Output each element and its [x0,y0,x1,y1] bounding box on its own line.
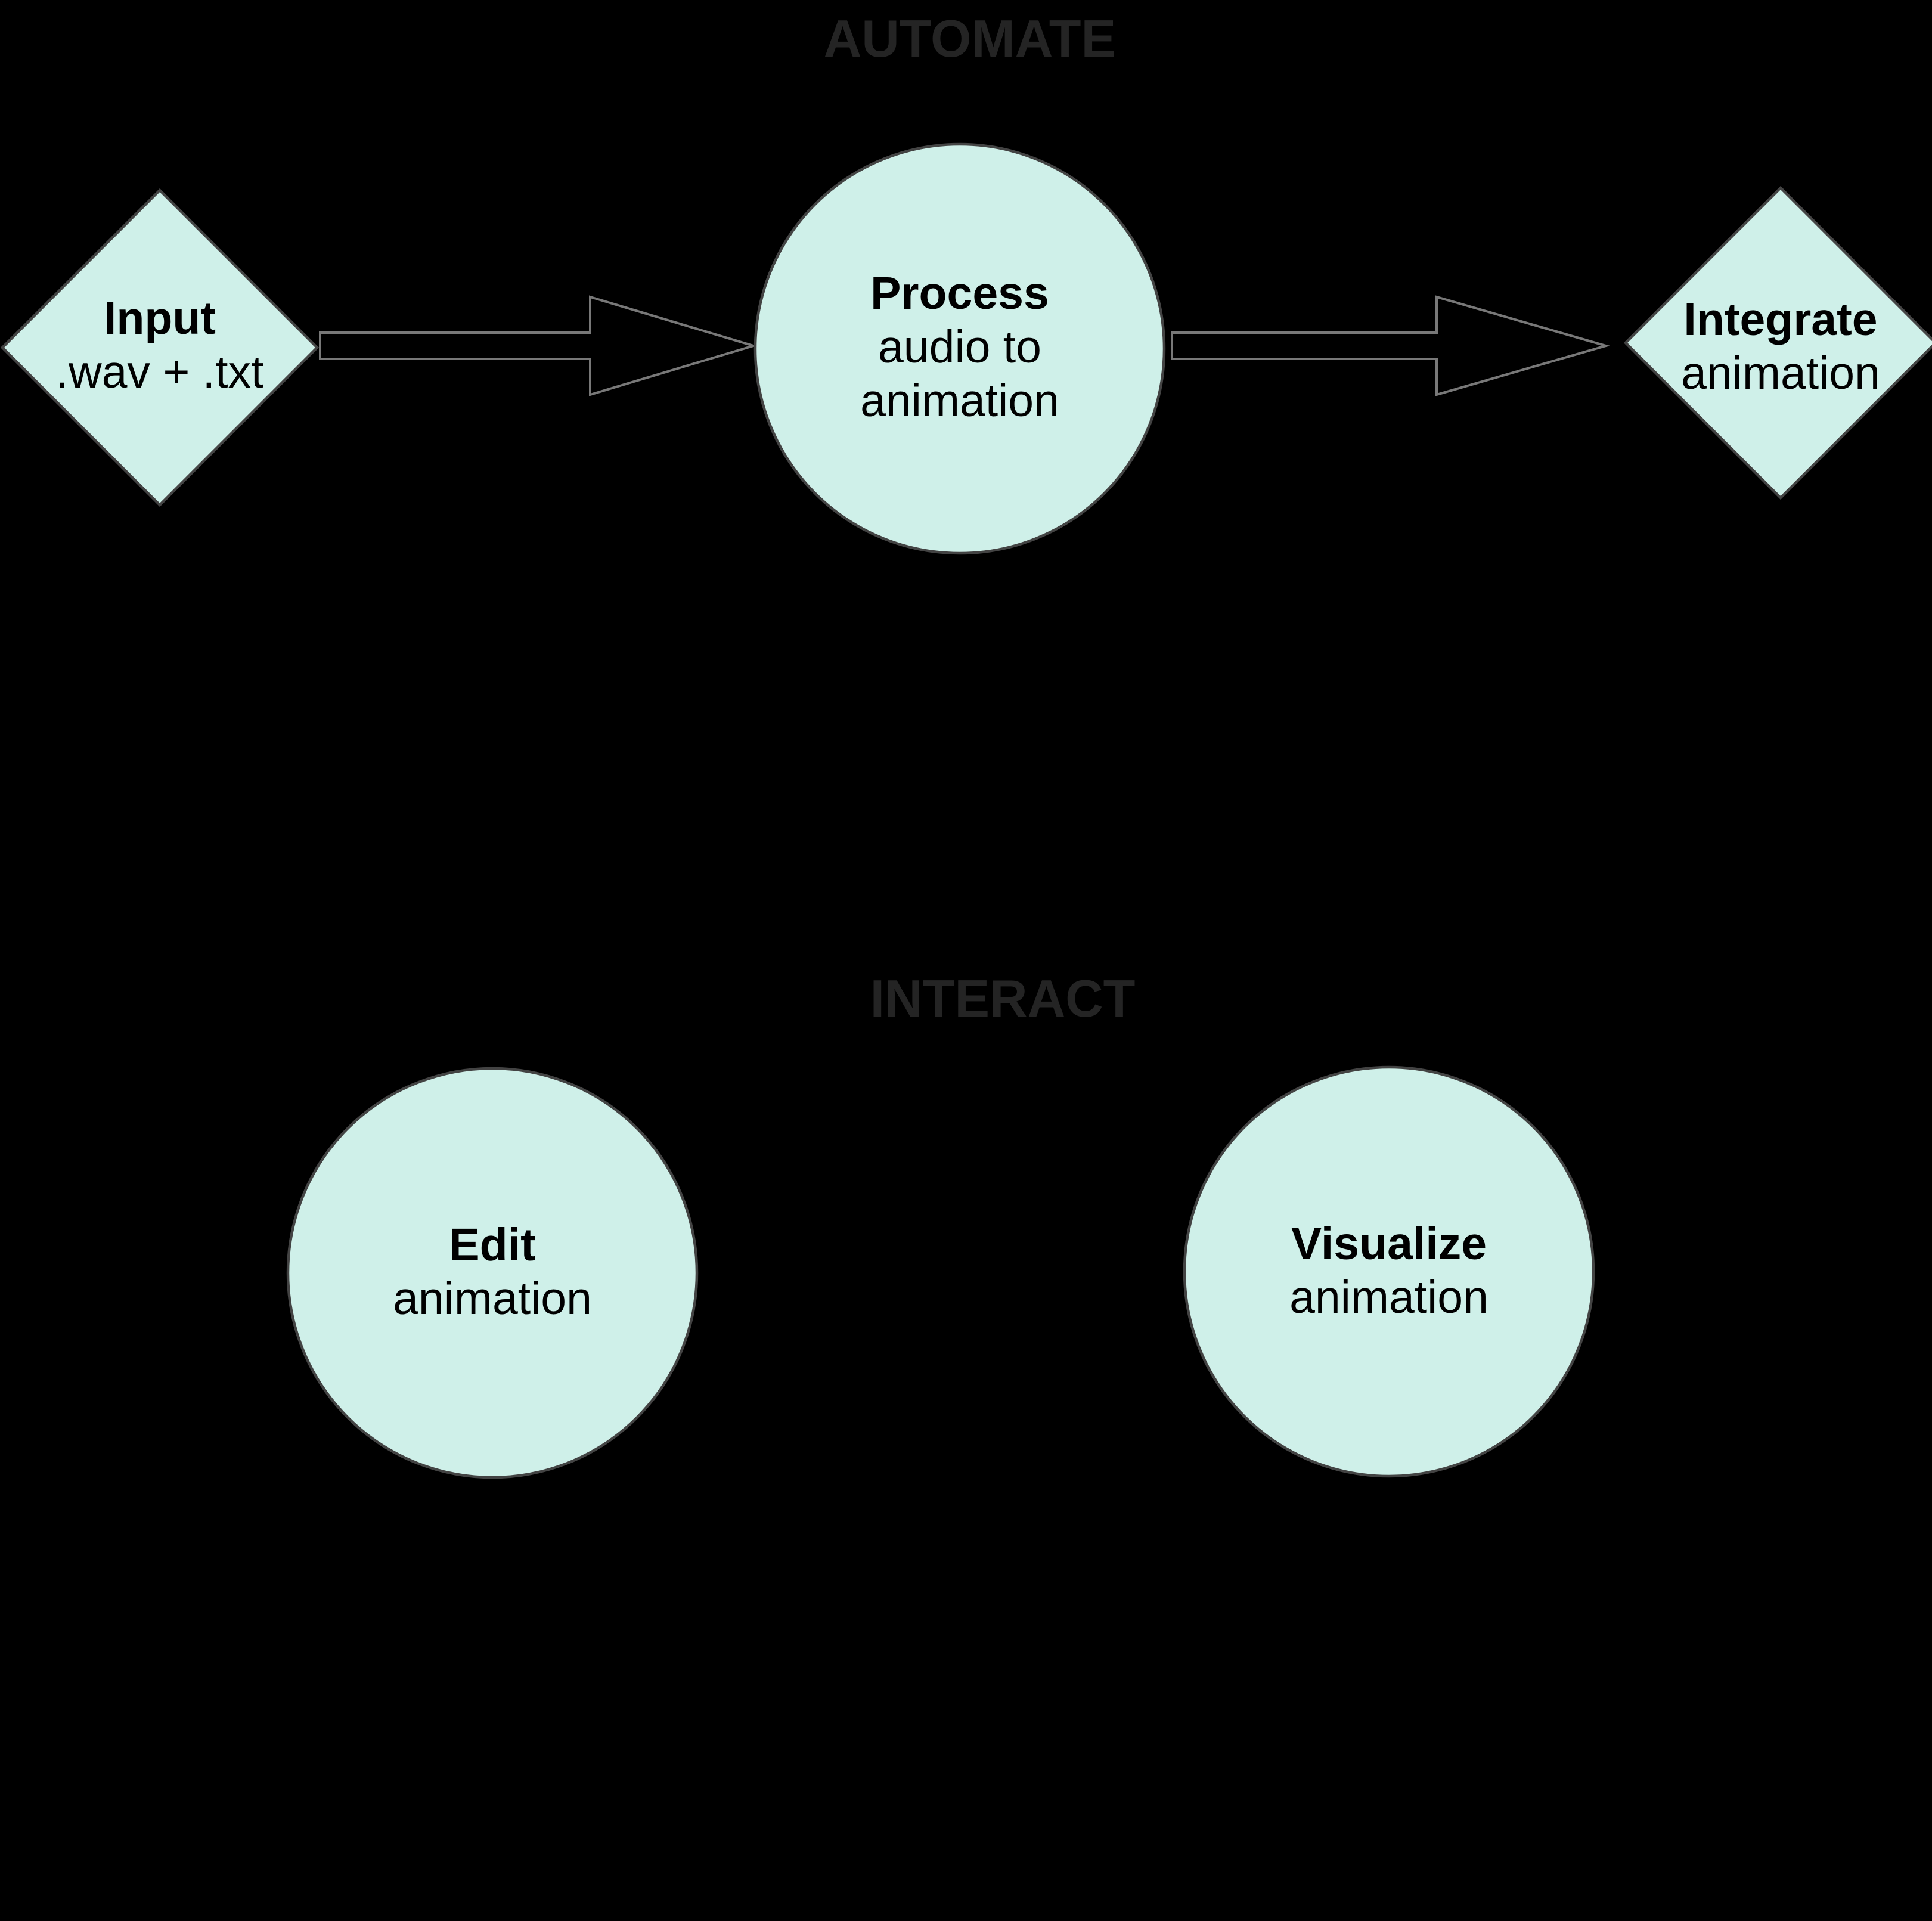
integrate-node-label-line1: Integrate [1683,294,1877,345]
visualize-node-label-line1: Visualize [1291,1218,1487,1269]
process-node-label-line3: animation [860,375,1059,426]
process-node-label-line1: Process [870,268,1049,319]
edit-circle-shape [286,1067,699,1479]
input-diamond-shape [0,188,320,507]
arrow-right-icon-process-to-integrate [1171,295,1611,396]
edit-node-label-line1: Edit [449,1219,535,1271]
input-node-label-line2: .wav + .txt [56,346,264,398]
integrate-node: Integrate animation [1623,185,1932,500]
visualize-node-label-line2: animation [1289,1272,1488,1323]
visualize-node: Visualize animation [1183,1065,1595,1478]
input-node: Input .wav + .txt [0,188,320,507]
edit-node-label-line2: animation [393,1273,592,1324]
interact-section: INTERACT Edit animation Visualize animat… [286,969,1595,1479]
integrate-node-label-line2: animation [1681,348,1880,399]
edit-node: Edit animation [286,1067,699,1479]
visualize-circle-shape [1183,1065,1595,1478]
automate-section: AUTOMATE Input .wav + .txt Process audio… [0,9,1932,555]
integrate-diamond-shape [1623,185,1932,500]
arrow-right-icon-input-to-process [319,295,758,396]
interact-section-title: INTERACT [870,969,1136,1028]
automate-section-title: AUTOMATE [824,9,1117,68]
input-node-label-line1: Input [104,293,216,344]
process-circle-shape [753,142,1166,555]
process-node: Process audio to animation [753,142,1166,555]
process-node-label-line2: audio to [878,321,1041,373]
